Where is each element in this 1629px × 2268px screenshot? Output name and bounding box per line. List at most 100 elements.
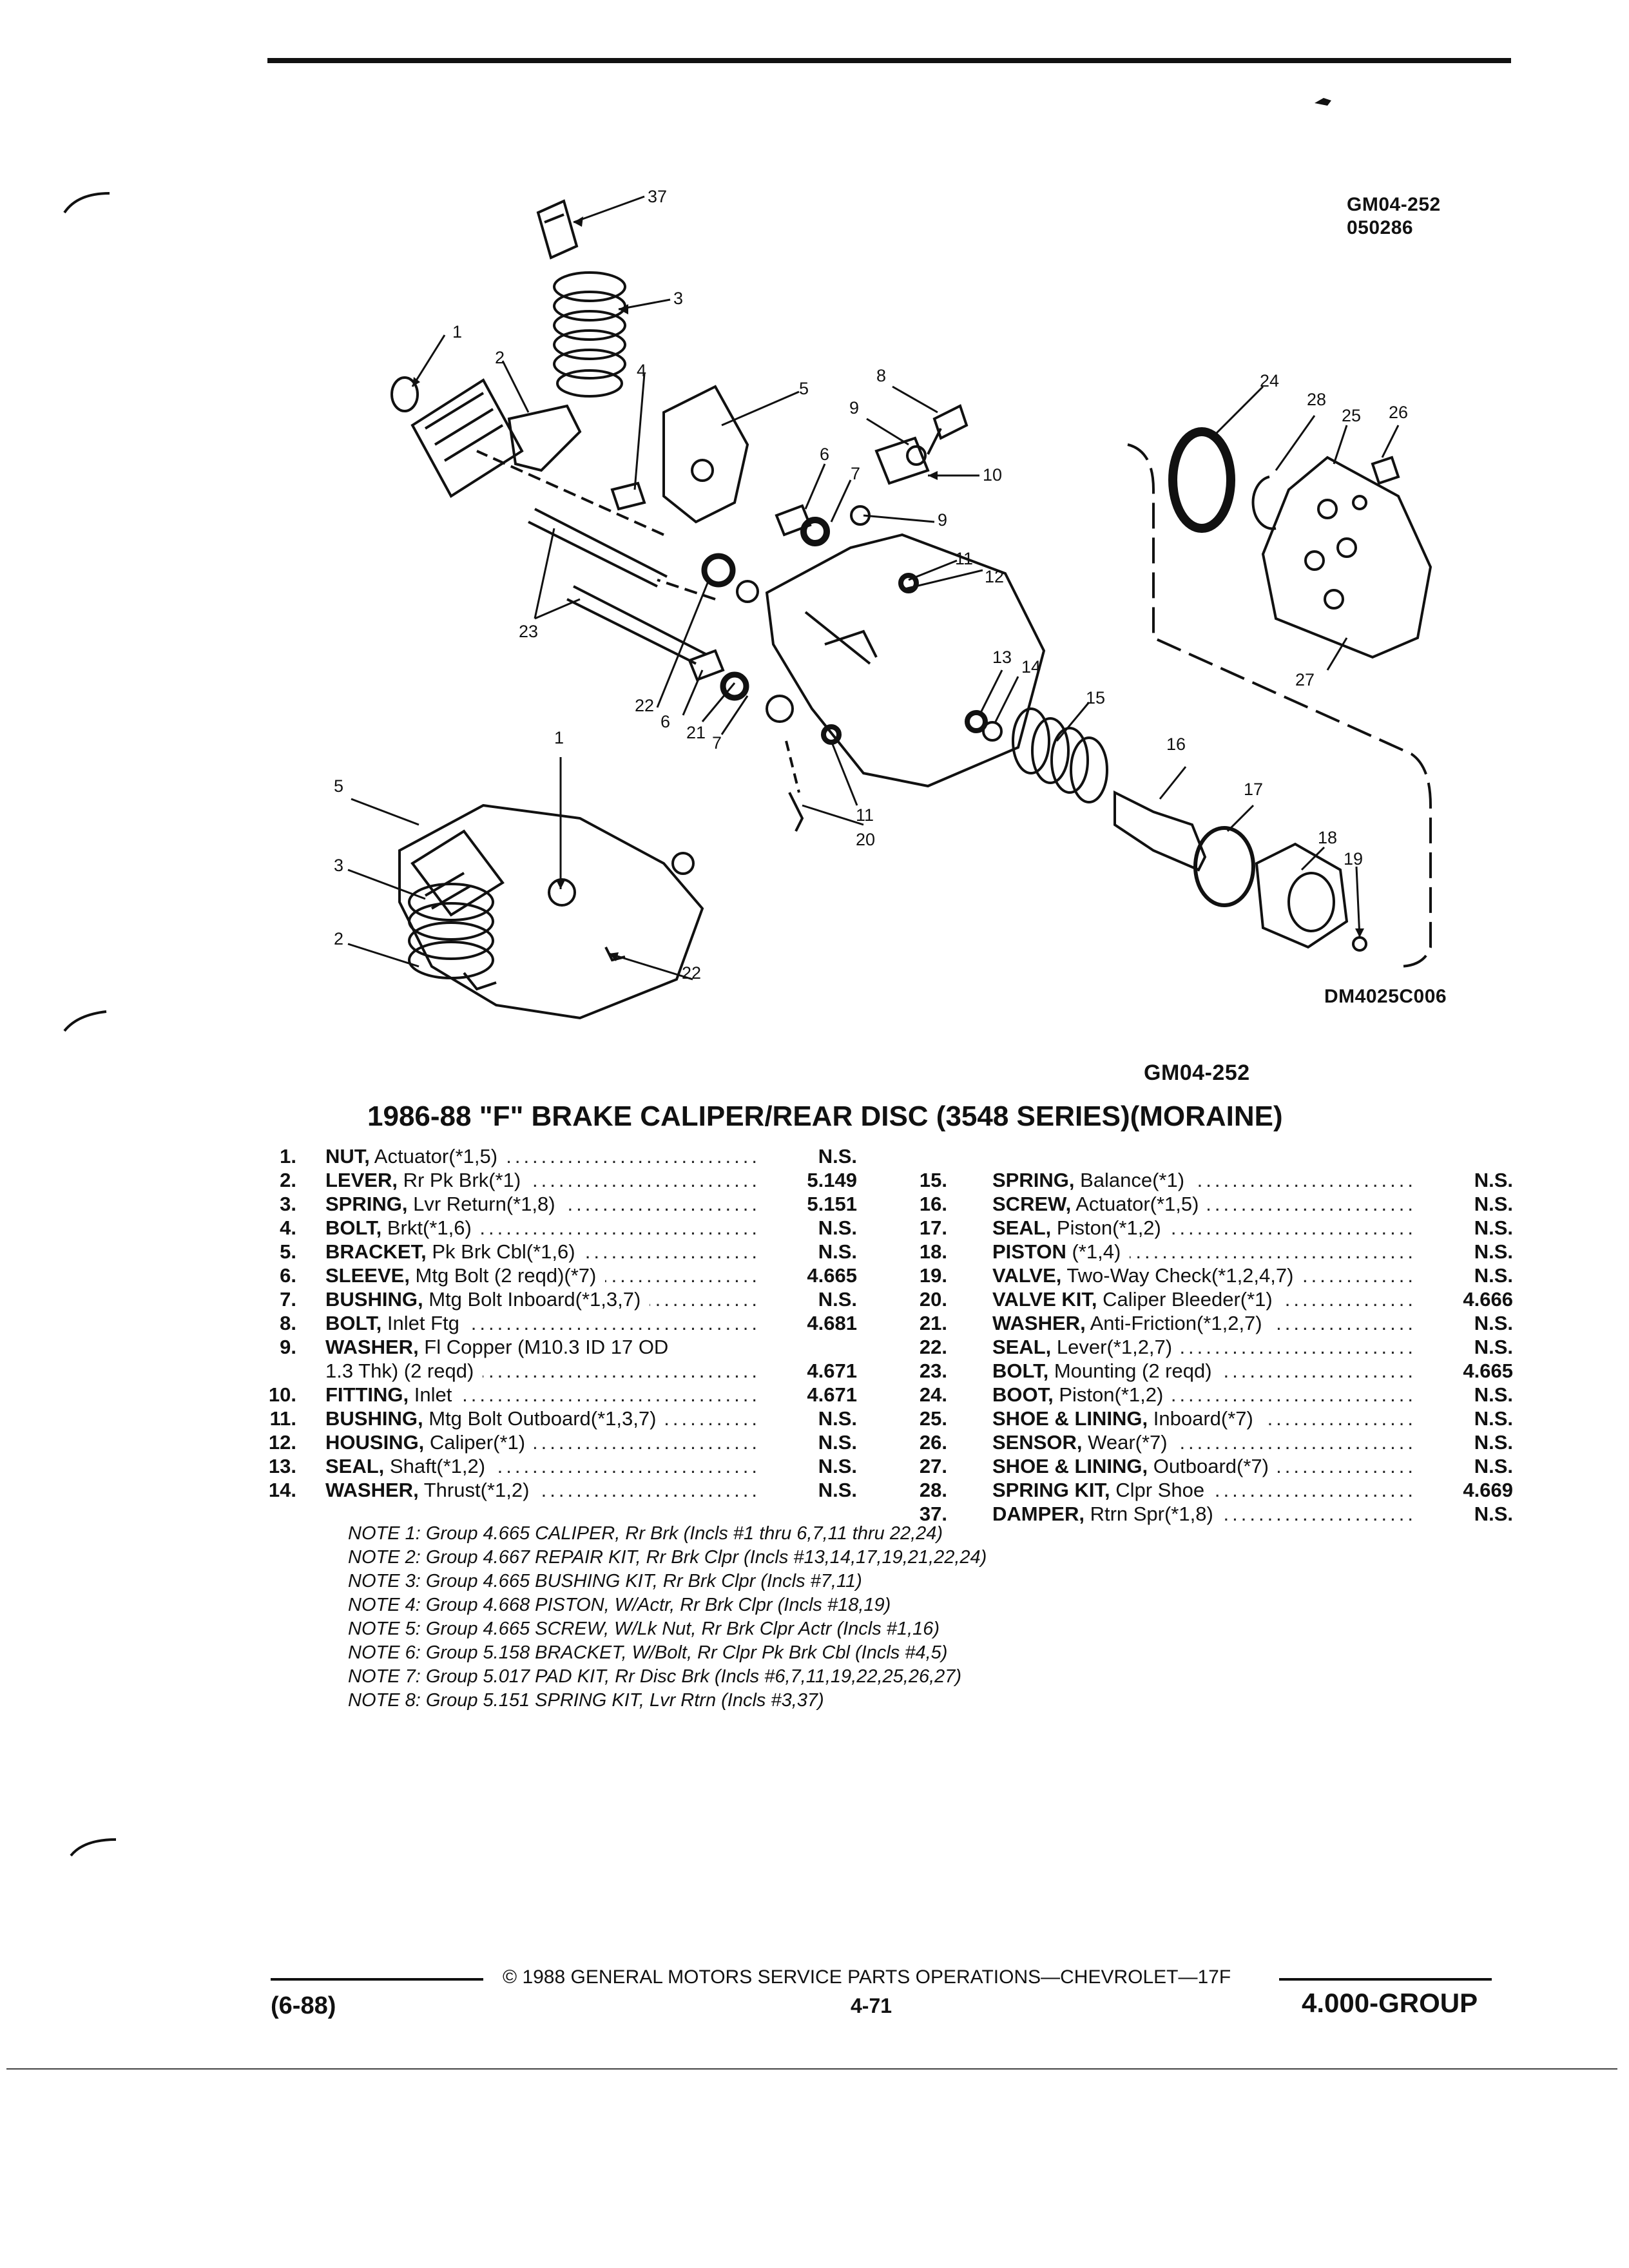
part-row: 19.VALVE, Two-Way Check(*1,2,4,7).......… [896, 1264, 1514, 1287]
callout: 25 [1342, 406, 1362, 425]
leader-dots: ........................................… [1278, 1455, 1416, 1477]
part-name-bold: SLEEVE, [325, 1264, 410, 1287]
parts-list-right: 15. SPRING, Balance(*1)..................… [896, 1168, 1514, 1526]
group-number: N.S. [818, 1288, 857, 1311]
part-description: (*1,4) [1066, 1240, 1121, 1263]
part-description: Lever(*1,2,7) [1051, 1336, 1173, 1358]
part-name-bold: PISTON [992, 1240, 1066, 1263]
group-number: N.S. [1474, 1169, 1513, 1191]
leader-dots: ........................................… [1221, 1360, 1416, 1382]
part-row: 1.3 Thk) (2 reqd).......................… [251, 1359, 863, 1383]
part-number: 12. [268, 1431, 296, 1454]
part-row: 21.WASHER, Anti-Friction(*1,2,7)........… [896, 1311, 1514, 1335]
revision-date: (6-88) [271, 1992, 336, 2019]
part-number: 3. [280, 1193, 296, 1215]
callout: 21 [686, 723, 706, 742]
part-number: 16. [919, 1193, 947, 1215]
part-name-bold: WASHER, [325, 1336, 419, 1358]
part-row: 26. SENSOR, Wear(*7).....................… [896, 1430, 1514, 1454]
piston-boot-part [1168, 427, 1235, 533]
group-number: 4.681 [807, 1312, 857, 1334]
leader-dots: ........................................… [1172, 1383, 1416, 1406]
part-name: BUSHING, Mtg Bolt Outboard(*1,3,7) [325, 1407, 656, 1430]
part-number: 9. [280, 1336, 296, 1358]
part-number: 17. [919, 1216, 947, 1239]
callout: 11 [856, 805, 874, 825]
callout: 17 [1244, 780, 1264, 799]
actuator-screw-part [1113, 790, 1207, 872]
group-number: 4.665 [1463, 1360, 1513, 1382]
part-name: BOLT, Inlet Ftg [325, 1311, 459, 1335]
leader-dots: ........................................… [1193, 1169, 1416, 1191]
part-row: 22.SEAL, Lever(*1,2,7)..................… [896, 1335, 1514, 1359]
part-name: SPRING, Balance(*1) [992, 1168, 1184, 1192]
callout: 22 [635, 696, 655, 715]
leader-dots: ........................................… [494, 1455, 760, 1477]
scan-line [6, 2068, 1617, 2070]
note: NOTE 2: Group 4.667 REPAIR KIT, Rr Brk C… [348, 1547, 987, 1568]
part-number: 23. [919, 1360, 947, 1382]
part-row: 18.PISTON (*1,4)........................… [896, 1240, 1514, 1264]
part-name: PISTON (*1,4) [992, 1240, 1121, 1264]
part-name: WASHER, Fl Copper (M10.3 ID 17 OD [325, 1335, 668, 1359]
callout: 5 [799, 379, 809, 398]
part-name: FITTING, Inlet [325, 1383, 452, 1407]
part-name: SPRING, Lvr Return(*1,8) [325, 1192, 555, 1216]
group-number: N.S. [1474, 1193, 1513, 1215]
group-number: 4.666 [1463, 1288, 1513, 1311]
part-row: 14.WASHER, Thrust(*1,2).................… [251, 1478, 863, 1502]
part-number: 27. [919, 1455, 947, 1477]
leader-dots: ........................................… [665, 1407, 760, 1430]
page-number: 4-71 [851, 1994, 892, 2017]
group-number: N.S. [1474, 1407, 1513, 1430]
group-label: 4.000-GROUP [1302, 1988, 1478, 2018]
part-name: SEAL, Shaft(*1,2) [325, 1454, 485, 1478]
callout: 20 [856, 830, 876, 849]
part-name: DAMPER, Rtrn Spr(*1,8) [992, 1502, 1213, 1526]
leader-dots: ........................................… [481, 1216, 760, 1239]
leader-dots: ........................................… [1177, 1431, 1416, 1454]
group-number: 4.671 [807, 1360, 857, 1382]
caliper-housing-part [765, 533, 1046, 788]
leader-dots: ........................................… [1213, 1479, 1416, 1501]
part-description: Pk Brk Cbl(*1,6) [426, 1240, 575, 1263]
part-name-bold: SEAL, [992, 1216, 1052, 1239]
footer-rule-left [271, 1978, 483, 1981]
part-row: 1.NUT, Actuator(*1,5)...................… [251, 1144, 863, 1168]
callout: 3 [673, 289, 684, 308]
part-number: 15. [919, 1169, 947, 1191]
part-number: 37. [919, 1503, 947, 1525]
leader-dots: ........................................… [483, 1360, 760, 1382]
part-description: Rr Pk Brk(*1) [397, 1169, 521, 1191]
copyright: © 1988 GENERAL MOTORS SERVICE PARTS OPER… [503, 1966, 1231, 1988]
notes-section: NOTE 1: Group 4.665 CALIPER, Rr Brk (Inc… [348, 1522, 987, 1713]
part-row: 4.BOLT, Brkt(*1,6)......................… [251, 1216, 863, 1240]
part-name: SENSOR, Wear(*7) [992, 1430, 1168, 1454]
note: NOTE 8: Group 5.151 SPRING KIT, Lvr Rtrn… [348, 1690, 824, 1711]
part-name-bold: SEAL, [325, 1455, 385, 1477]
group-number: 4.665 [807, 1264, 857, 1287]
note: NOTE 6: Group 5.158 BRACKET, W/Bolt, Rr … [348, 1642, 948, 1663]
part-number: 6. [280, 1264, 296, 1287]
callout: 9 [938, 510, 948, 530]
callout: 26 [1389, 403, 1409, 422]
part-name: SPRING KIT, Clpr Shoe [992, 1478, 1204, 1502]
group-number: N.S. [818, 1431, 857, 1454]
part-name-bold: BUSHING, [325, 1288, 423, 1311]
callout: 15 [1086, 688, 1106, 707]
callout: 3 [334, 856, 344, 875]
leader-dots: ........................................… [506, 1145, 760, 1168]
part-name: SHOE & LINING, Inboard(*7) [992, 1407, 1253, 1430]
part-number: 22. [919, 1336, 947, 1358]
part-name-bold: SHOE & LINING, [992, 1407, 1148, 1430]
leader-dots: ........................................… [468, 1312, 760, 1334]
part-row: 28.SPRING KIT, Clpr Shoe................… [896, 1478, 1514, 1502]
callout: 28 [1307, 390, 1327, 409]
part-name-bold: BOOT, [992, 1383, 1054, 1406]
part-description: Inboard(*7) [1148, 1407, 1253, 1430]
exploded-parts-diagram [347, 195, 1432, 1020]
part-name-bold: WASHER, [992, 1312, 1086, 1334]
part-description: Mounting (2 reqd) [1048, 1360, 1212, 1382]
callout-numbers: 37 3 1 2 4 5 8 9 10 6 7 9 11 12 23 22 6 … [0, 0, 1629, 1044]
part-number: 26. [919, 1431, 947, 1454]
